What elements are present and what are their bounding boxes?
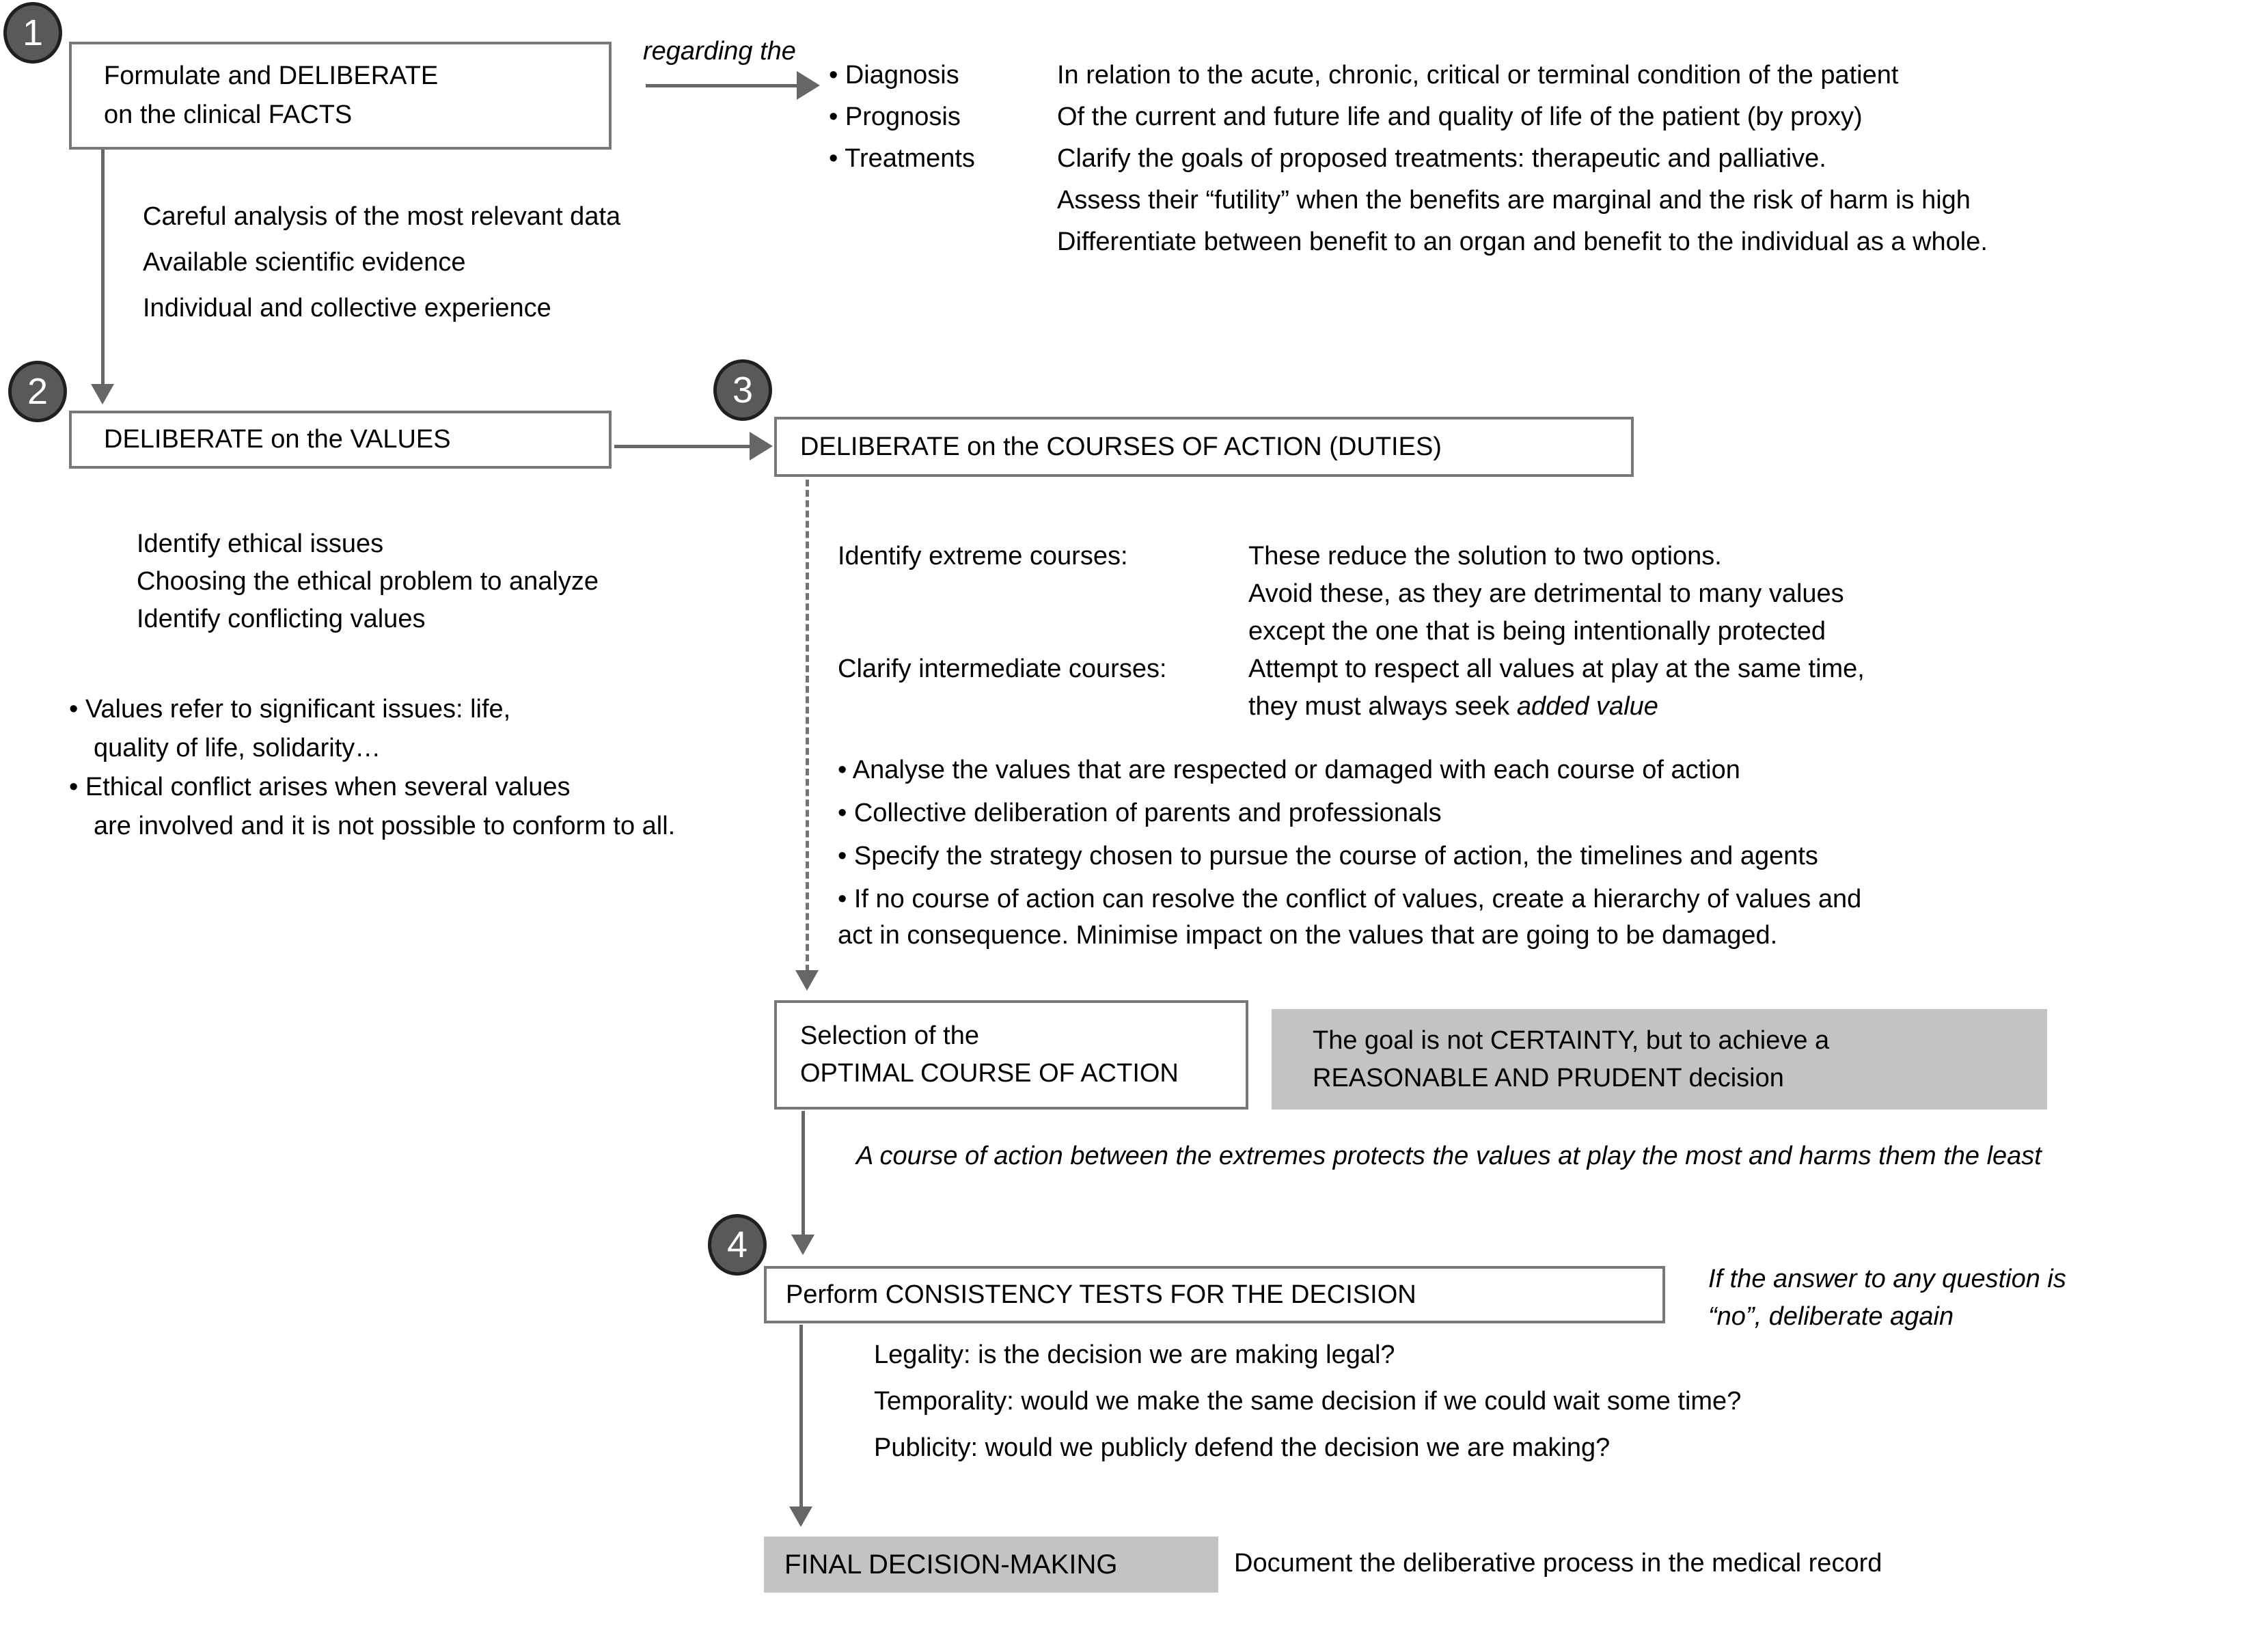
intermediate-line2-prefix: they must always seek [1248,692,1517,721]
duty-point-line: • Analyse the values that are respected … [838,756,1740,784]
facts-note-line: Available scientific evidence [143,248,466,277]
added-value-italic: added value [1516,692,1658,721]
optimal-course-line2: OPTIMAL COURSE OF ACTION [800,1059,1179,1088]
fact-detail-line: Differentiate between benefit to an orga… [1057,228,1988,256]
deliberate-again-line: If the answer to any question is [1708,1265,2066,1293]
consistency-tests-box: Perform CONSISTENCY TESTS FOR THE DECISI… [764,1266,1665,1323]
step-1-badge: 1 [3,2,62,64]
arrow-down-icon [795,970,819,991]
arrow-down-selection-to-tests [801,1111,805,1236]
fact-term: • Treatments [829,144,975,173]
consistency-tests-label: Perform CONSISTENCY TESTS FOR THE DECISI… [786,1280,1416,1309]
step-2-badge: 2 [8,361,67,422]
fact-detail-line: Clarify the goals of proposed treatments… [1057,144,1826,173]
extreme-course-line: Avoid these, as they are detrimental to … [1248,579,1844,608]
arrow-right-icon [750,432,773,460]
intermediate-courses-lines: Attempt to respect all values at play at… [1248,650,1865,726]
intermediate-courses-label: Clarify intermediate courses: [838,655,1167,683]
arrow-down-icon [91,384,114,404]
duty-points: • Analyse the values that are respected … [838,749,1861,957]
clinical-facts-line2: on the clinical FACTS [104,100,353,129]
extreme-course-line: except the one that is being intentional… [1248,617,1826,646]
arrow-down-icon [789,1506,812,1527]
fact-terms-list: • Diagnosis • Prognosis • Treatments [829,55,975,180]
regarding-the-label: regarding the [643,37,796,66]
intermediate-course-line: they must always seek added value [1248,688,1865,726]
deliberate-again-line: “no”, deliberate again [1708,1302,1954,1331]
value-points: • Values refer to significant issues: li… [69,690,675,846]
document-note: Document the deliberative process in the… [1234,1549,1882,1578]
goal-line2: REASONABLE AND PRUDENT decision [1313,1063,1784,1092]
optimal-course-line1: Selection of the [800,1021,979,1050]
arrow-right-regarding [646,84,799,87]
fact-term: • Diagnosis [829,61,959,90]
final-decision-box: FINAL DECISION-MAKING [764,1537,1218,1593]
arrow-right-icon [797,71,820,100]
final-decision-label: FINAL DECISION-MAKING [784,1549,1118,1580]
courses-box-label: DELIBERATE on the COURSES OF ACTION (DUT… [800,432,1442,461]
step-3-badge: 3 [713,359,772,421]
values-notes: Identify ethical issues Choosing the eth… [137,525,599,638]
fact-details-list: In relation to the acute, chronic, criti… [1057,55,1988,263]
arrow-right-values-to-courses [614,445,751,448]
values-box: DELIBERATE on the VALUES [69,411,612,469]
values-box-label: DELIBERATE on the VALUES [104,425,451,454]
clinical-facts-box: Formulate and DELIBERATE on the clinical… [69,42,612,150]
arrow-down-facts-to-values [101,150,105,385]
fact-detail-line: Of the current and future life and quali… [1057,102,1863,131]
value-point-line: • Values refer to significant issues: li… [69,695,511,724]
duty-point-line: • Specify the strategy chosen to pursue … [838,842,1818,870]
question-line: Temporality: would we make the same deci… [874,1387,1742,1416]
intermediate-course-line: Attempt to respect all values at play at… [1248,655,1865,683]
facts-note-line: Careful analysis of the most relevant da… [143,202,621,231]
optimal-course-box: Selection of the OPTIMAL COURSE OF ACTIO… [774,1000,1248,1110]
arrow-down-icon [791,1235,814,1255]
duty-point-line: • If no course of action can resolve the… [838,885,1862,913]
arrow-down-tests-to-final [799,1325,803,1508]
values-note-line: Identify ethical issues [137,529,384,558]
duty-point-line: • Collective deliberation of parents and… [838,799,1442,827]
facts-notes: Careful analysis of the most relevant da… [143,194,620,331]
consistency-questions: Legality: is the decision we are making … [874,1332,1741,1471]
value-point-line: are involved and it is not possible to c… [94,812,676,840]
extreme-courses-label: Identify extreme courses: [838,542,1128,570]
values-note-line: Choosing the ethical problem to analyze [137,567,599,596]
extreme-course-line: These reduce the solution to two options… [1248,542,1722,570]
clinical-facts-line1: Formulate and DELIBERATE [104,61,439,90]
values-note-line: Identify conflicting values [137,605,426,633]
fact-term: • Prognosis [829,102,961,131]
fact-detail-line: Assess their “futility” when the benefit… [1057,186,1971,215]
fact-detail-line: In relation to the acute, chronic, criti… [1057,61,1899,90]
value-point-line: • Ethical conflict arises when several v… [69,773,571,801]
principle-note: A course of action between the extremes … [856,1142,2042,1170]
question-line: Legality: is the decision we are making … [874,1340,1395,1369]
extreme-courses-lines: These reduce the solution to two options… [1248,538,1844,650]
value-point-line: quality of life, solidarity… [94,734,381,762]
courses-box: DELIBERATE on the COURSES OF ACTION (DUT… [774,417,1634,477]
goal-line1: The goal is not CERTAINTY, but to achiev… [1313,1025,1830,1055]
duty-point-line: act in consequence. Minimise impact on t… [838,921,1778,950]
question-line: Publicity: would we publicly defend the … [874,1433,1611,1462]
goal-box: The goal is not CERTAINTY, but to achiev… [1272,1009,2047,1110]
deliberate-again-note: If the answer to any question is “no”, d… [1708,1261,2066,1336]
facts-note-line: Individual and collective experience [143,294,551,322]
step-4-badge: 4 [708,1214,767,1276]
dashed-arrow-courses-to-selection [806,480,809,972]
